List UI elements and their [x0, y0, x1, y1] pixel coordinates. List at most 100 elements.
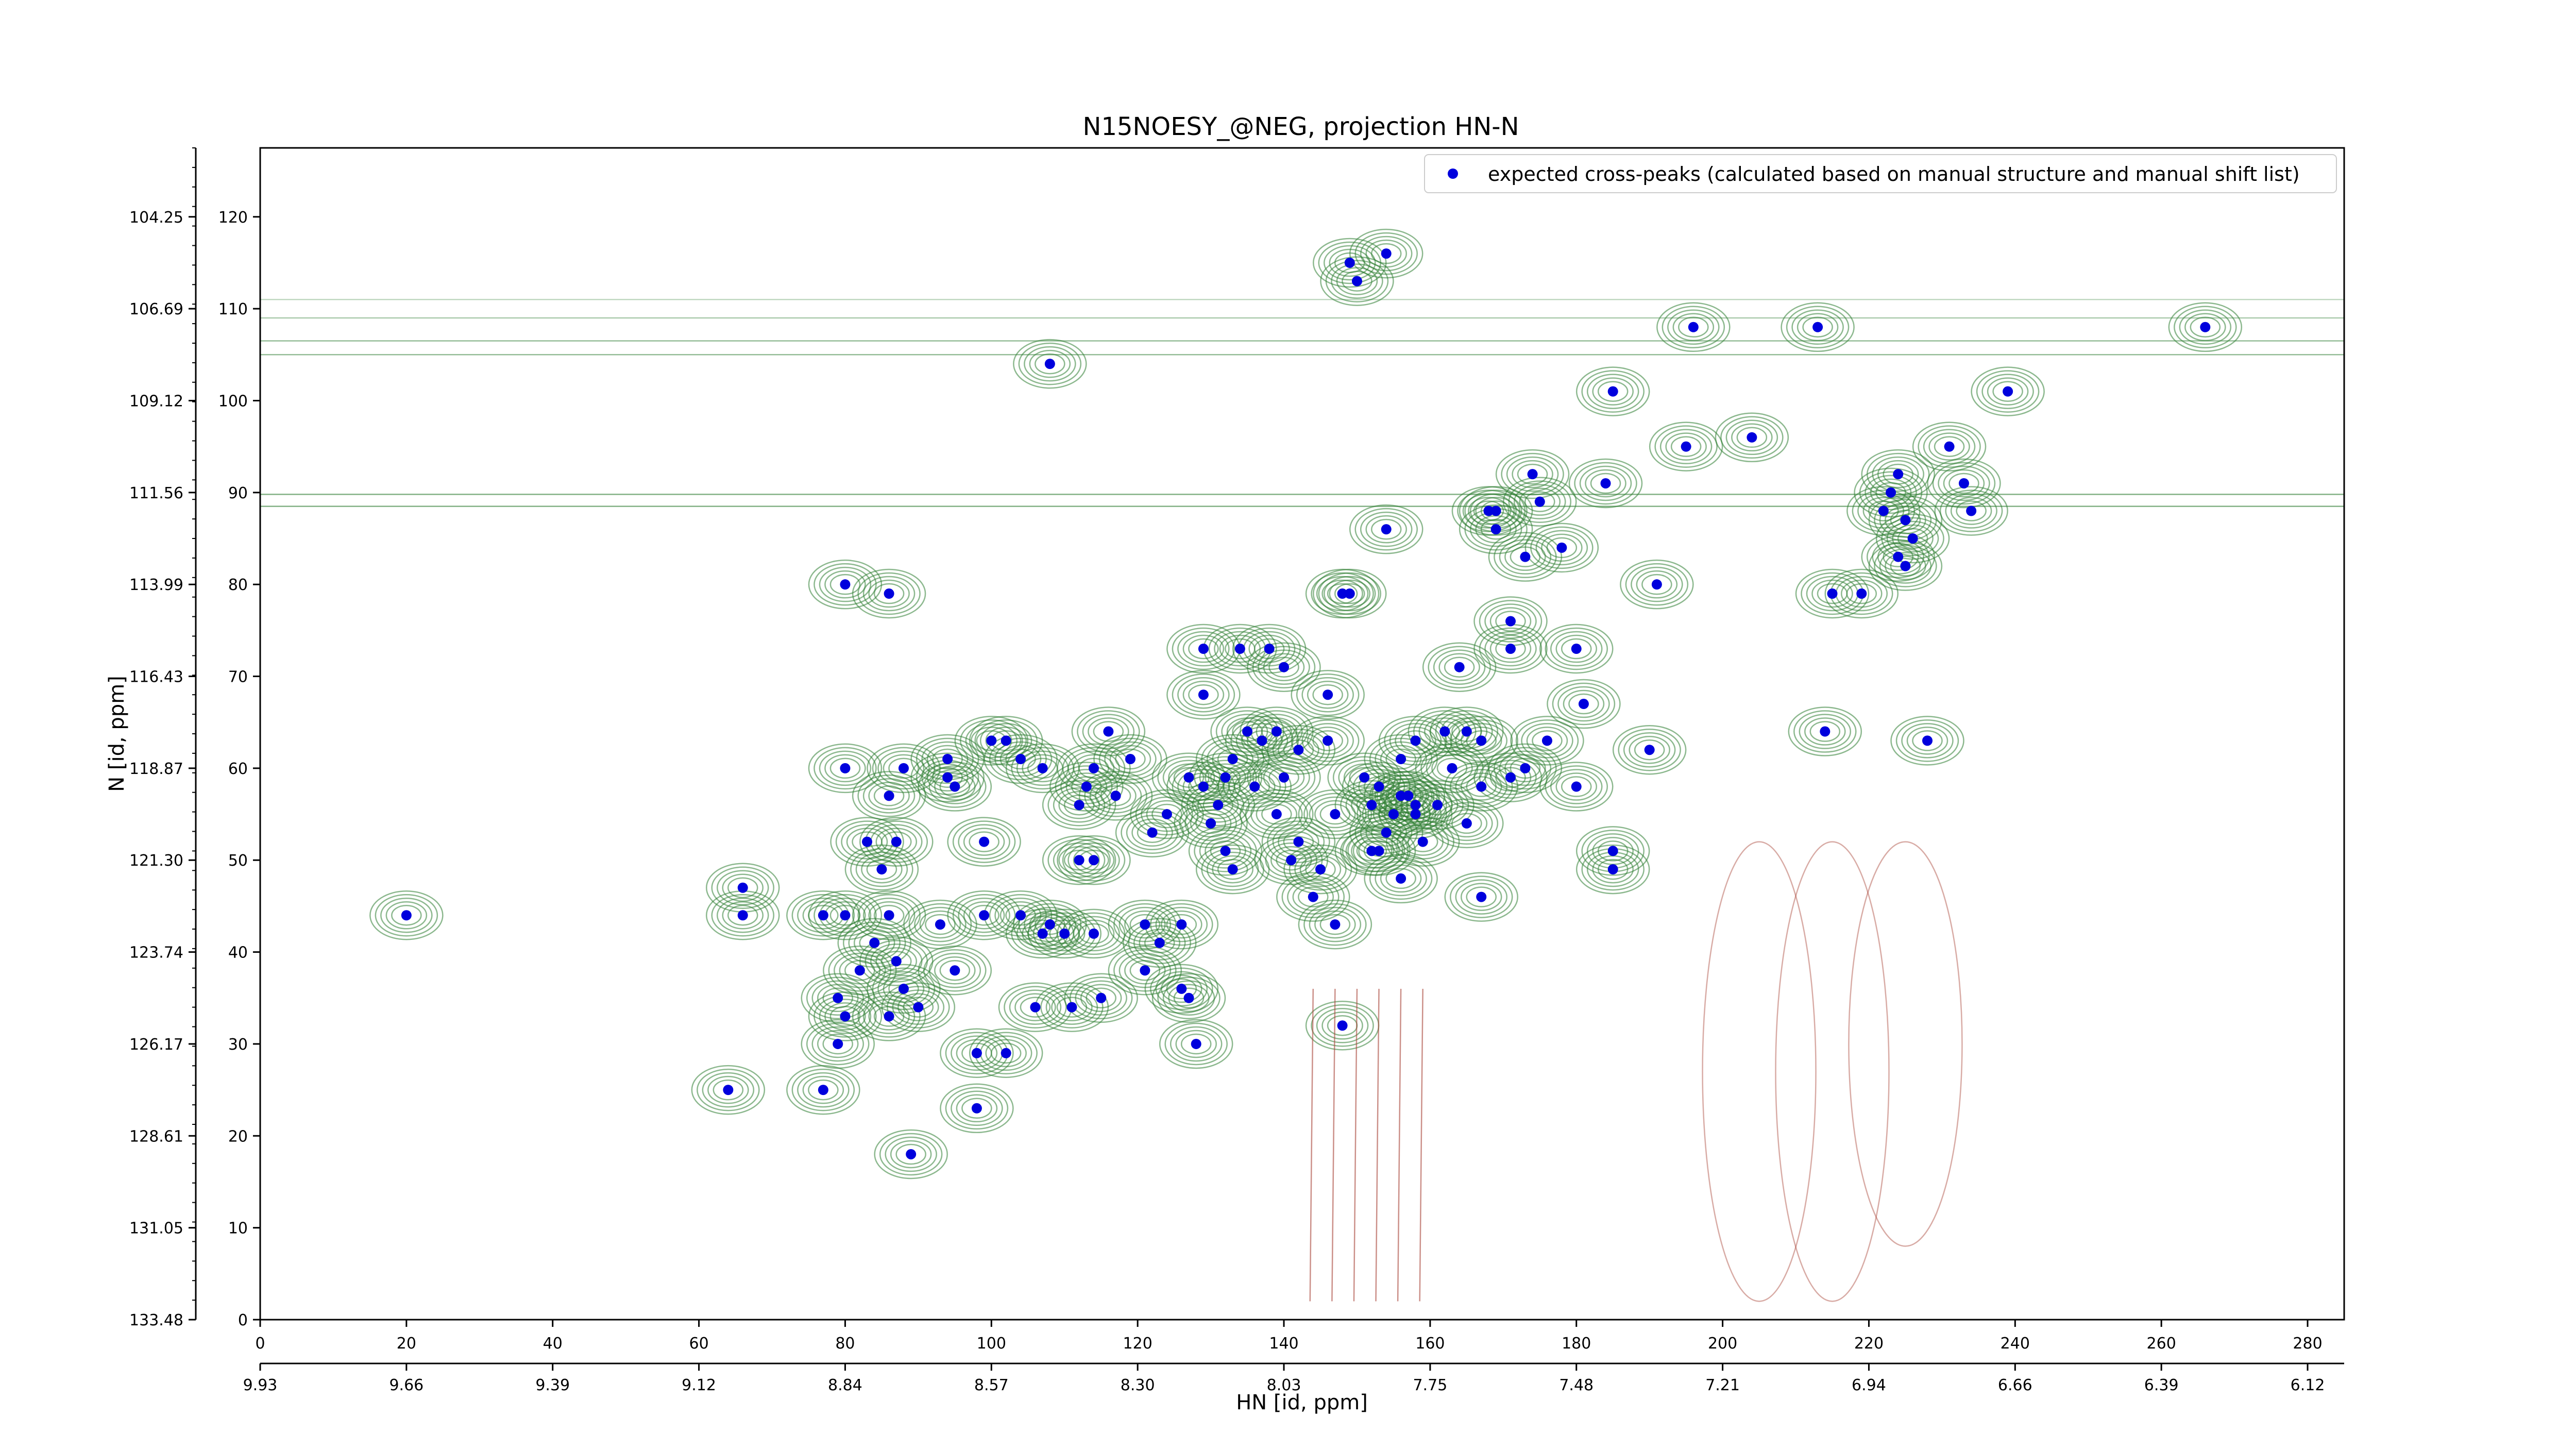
contour-ring-122-3 — [1455, 723, 1507, 759]
contour-ring-139-3 — [1557, 686, 1610, 722]
y-index-tick-label-12: 120 — [218, 209, 248, 227]
cross-peak-marker-12 — [854, 965, 865, 976]
contour-ring-164-1 — [1992, 381, 2023, 402]
cross-peak-marker-149 — [1812, 322, 1823, 332]
contour-ring-56-4 — [1098, 737, 1162, 781]
negative-stripe-3 — [1375, 988, 1380, 1302]
negative-stripe-5 — [1419, 988, 1423, 1302]
cross-peak-marker-120 — [1461, 726, 1472, 737]
cross-peak-marker-20 — [891, 956, 902, 967]
contour-ring-146-2 — [1665, 432, 1707, 461]
contour-ring-119-3 — [1433, 649, 1486, 685]
contour-ring-145-3 — [1631, 566, 1683, 602]
contour-ring-159-3 — [1886, 520, 1939, 557]
contour-ring-157-3 — [1879, 548, 1932, 584]
cross-peak-marker-84 — [1279, 662, 1290, 672]
contour-ring-34-2 — [963, 901, 1005, 930]
cross-peak-marker-37 — [1001, 735, 1011, 746]
negative-region-1 — [1775, 841, 1890, 1302]
cross-peak-marker-55 — [1110, 790, 1121, 801]
contour-ring-58-5 — [1108, 946, 1182, 996]
cross-peak-marker-67 — [1198, 644, 1209, 654]
contour-ring-6-4 — [806, 1022, 870, 1066]
contour-ring-87-2 — [1278, 735, 1319, 764]
cross-peak-marker-151 — [1827, 588, 1838, 599]
contour-ring-162-3 — [1938, 465, 1990, 501]
cross-peak-marker-115 — [1417, 836, 1428, 847]
contour-ring-1-3 — [702, 1072, 755, 1108]
contour-ring-18-5 — [852, 771, 926, 821]
legend-box — [1424, 154, 2337, 193]
contour-ring-80-5 — [1232, 624, 1307, 674]
negative-stripe-2 — [1353, 988, 1358, 1302]
contour-ring-23-1 — [888, 757, 919, 779]
y-ppm-tick-label-3: 126.17 — [129, 1036, 183, 1054]
contour-ring-130-1 — [1495, 638, 1526, 660]
contour-ring-63-3 — [1155, 906, 1208, 942]
cross-peak-marker-90 — [1323, 689, 1333, 700]
contour-ring-80-2 — [1248, 634, 1290, 663]
contour-ring-0-5 — [369, 890, 444, 940]
contour-ring-161-1 — [1934, 436, 1965, 457]
negative-region-2 — [1848, 841, 1963, 1247]
contour-ring-25-5 — [881, 982, 956, 1032]
contour-ring-48-4 — [1047, 838, 1111, 882]
cross-peak-marker-28 — [942, 754, 953, 765]
cross-peak-marker-0 — [401, 910, 412, 921]
contour-ring-133-1 — [1517, 463, 1548, 485]
contour-ring-10-2 — [824, 754, 866, 783]
contour-layer — [260, 228, 2344, 1302]
y-ppm-tick-label-9: 111.56 — [129, 484, 183, 502]
contour-ring-115-1 — [1407, 831, 1438, 852]
contour-ring-10-5 — [808, 743, 883, 794]
contour-ring-51-2 — [1073, 846, 1115, 874]
contour-ring-128-3 — [1484, 603, 1537, 639]
contour-ring-25-2 — [897, 993, 939, 1021]
contour-ring-2-2 — [722, 901, 764, 930]
contour-ring-148-2 — [1731, 423, 1773, 452]
contour-ring-24-2 — [890, 1140, 932, 1169]
contour-ring-3-4 — [711, 866, 774, 909]
contour-ring-103-3 — [1352, 833, 1405, 869]
contour-ring-98-1 — [1342, 271, 1372, 292]
contour-ring-122-2 — [1460, 727, 1502, 755]
contour-ring-32-5 — [940, 1083, 1014, 1134]
contour-ring-53-2 — [1080, 984, 1122, 1013]
x-ppm-tick-label-5: 8.57 — [974, 1376, 1009, 1394]
contour-ring-63-2 — [1161, 910, 1202, 939]
contour-ring-57-2 — [1124, 910, 1166, 939]
contour-ring-131-1 — [1510, 757, 1541, 779]
contour-ring-83-4 — [1252, 756, 1316, 799]
contour-ring-148-5 — [1715, 412, 1789, 463]
y-ppm-tick-label-2: 128.61 — [129, 1127, 183, 1145]
contour-ring-146-3 — [1659, 429, 1713, 464]
contour-ring-140-4 — [1574, 462, 1637, 505]
contour-ring-120-4 — [1435, 710, 1499, 753]
cross-peak-marker-134 — [1534, 496, 1545, 507]
contour-ring-135-4 — [1515, 719, 1579, 762]
contour-ring-29-5 — [918, 762, 992, 812]
contour-ring-142-5 — [1575, 826, 1650, 876]
cross-peak-marker-77 — [1242, 726, 1253, 737]
y-ppm-tick-label-7: 116.43 — [129, 668, 183, 686]
contour-ring-32-4 — [945, 1087, 1009, 1130]
contour-ring-51-4 — [1062, 838, 1126, 882]
cross-peak-marker-116 — [1432, 800, 1443, 811]
contour-ring-152-1 — [1846, 583, 1877, 604]
contour-ring-48-3 — [1053, 842, 1106, 878]
contour-ring-96-5 — [1313, 568, 1387, 619]
contour-ring-126-5 — [1459, 486, 1533, 536]
cross-peak-marker-52 — [1089, 763, 1099, 773]
contour-ring-0-2 — [385, 901, 428, 930]
contour-ring-132-3 — [1499, 539, 1552, 575]
contour-ring-136-2 — [1541, 533, 1583, 562]
cross-peak-marker-63 — [1176, 919, 1187, 930]
cross-peak-marker-69 — [1198, 781, 1209, 792]
contour-ring-54-5 — [1071, 706, 1146, 756]
contour-ring-90-3 — [1301, 677, 1354, 713]
cross-peak-marker-95 — [1337, 588, 1348, 599]
contour-ring-60-2 — [1139, 929, 1180, 957]
contour-ring-164-3 — [1981, 374, 2034, 409]
contour-ring-124-2 — [1460, 883, 1502, 911]
contour-ring-23-2 — [883, 754, 925, 783]
